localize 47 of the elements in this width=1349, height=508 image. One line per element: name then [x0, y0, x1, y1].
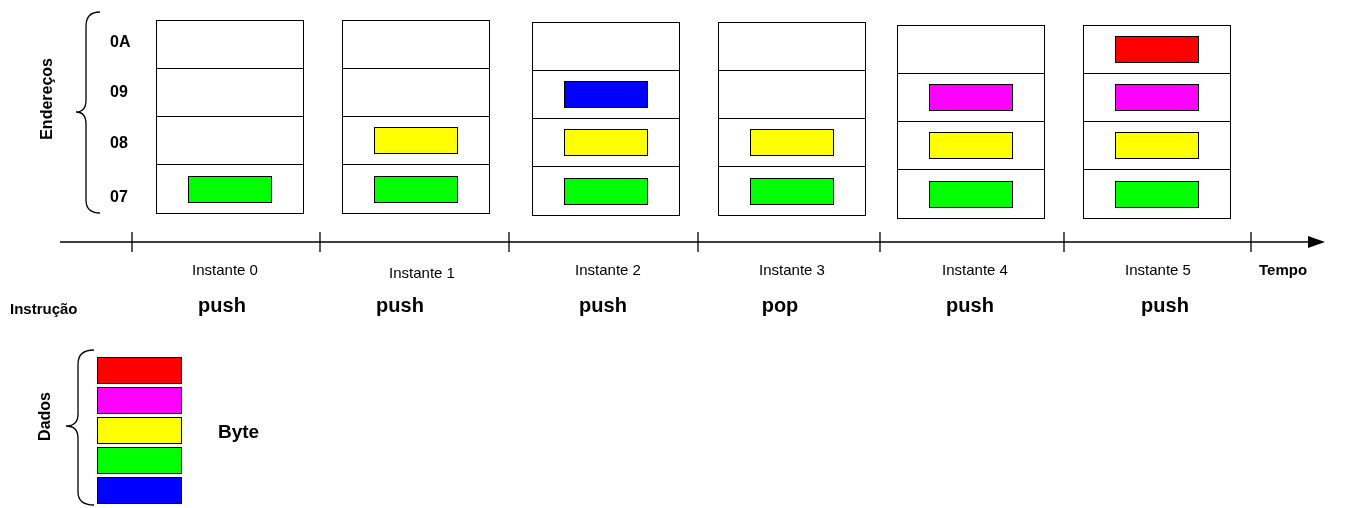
data-byte: [1115, 180, 1199, 208]
instant-label: Instante 5: [1125, 261, 1191, 278]
data-byte: [750, 129, 834, 156]
instant-label: Instante 3: [759, 261, 825, 278]
instant-label: Instante 4: [942, 261, 1008, 278]
data-byte: [374, 127, 458, 154]
memory-stack: [718, 22, 866, 216]
axis-title: Instrução: [10, 300, 78, 317]
data-byte: [564, 177, 648, 205]
memory-stack: [342, 20, 490, 214]
address-label: 09: [110, 83, 128, 101]
data-byte: [374, 175, 458, 203]
data-label: Byte: [218, 421, 260, 443]
instant-label: Instante 1: [389, 264, 455, 281]
address-label: 08: [110, 134, 128, 152]
data-byte: [929, 84, 1013, 111]
instant-label: Instante 2: [575, 261, 641, 278]
data-byte: [97, 357, 182, 384]
instruction-label: push: [579, 294, 627, 317]
axis-title: Dados: [36, 392, 54, 441]
address-label: 0A: [110, 33, 131, 51]
data-byte: [1115, 84, 1199, 111]
data-byte: [97, 417, 182, 444]
data-byte: [97, 477, 182, 504]
data-byte: [1115, 36, 1199, 63]
data-byte: [188, 175, 272, 203]
instruction-label: push: [376, 294, 424, 317]
instruction-label: push: [1141, 294, 1189, 317]
data-byte: [1115, 132, 1199, 159]
data-byte: [564, 81, 648, 108]
memory-stack: [156, 20, 304, 214]
address-label: 07: [110, 188, 128, 206]
data-byte: [750, 177, 834, 205]
data-byte: [929, 132, 1013, 159]
instruction-label: push: [946, 294, 994, 317]
data-byte: [929, 180, 1013, 208]
data-byte: [97, 387, 182, 414]
axis-title: Endereços: [38, 58, 56, 140]
instruction-label: pop: [761, 294, 799, 317]
instruction-label: push: [198, 294, 246, 317]
axis-title: Tempo: [1259, 261, 1308, 278]
data-byte: [97, 447, 182, 474]
memory-stack: [1083, 25, 1231, 219]
memory-stack: [897, 25, 1045, 219]
memory-stack: [532, 22, 680, 216]
instant-label: Instante 0: [192, 261, 258, 278]
data-byte: [564, 129, 648, 156]
